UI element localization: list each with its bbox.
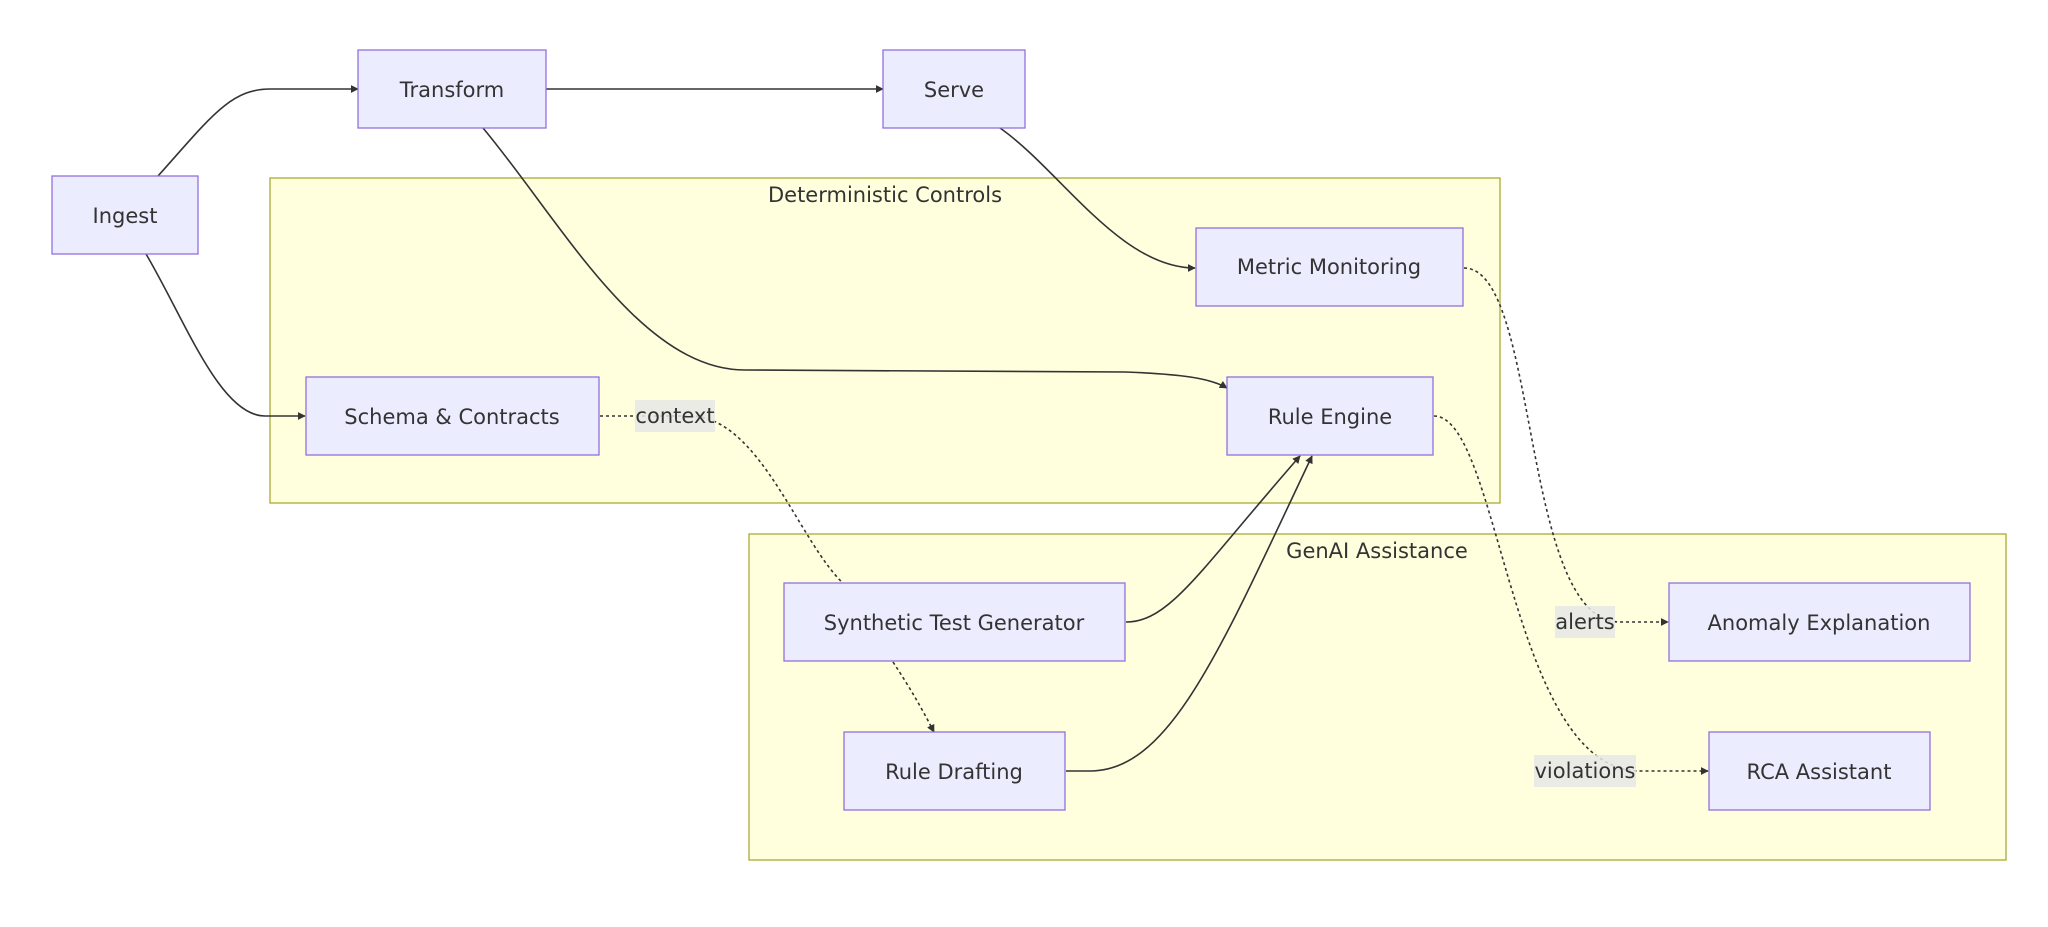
edges [145,85,1709,775]
node-serve-label: Serve [924,78,984,102]
cluster-deterministic-controls-label: Deterministic Controls [768,183,1002,207]
node-anomaly-explanation[interactable]: Anomaly Explanation [1668,582,1971,662]
cluster-genai-assistance-label: GenAI Assistance [1286,539,1468,563]
node-schema-contracts-label: Schema & Contracts [344,405,559,429]
node-rule-engine-label: Rule Engine [1268,405,1392,429]
edge-label-alerts-text: alerts [1555,610,1614,634]
node-rca-assistant-label: RCA Assistant [1747,760,1892,784]
node-rule-engine[interactable]: Rule Engine [1226,376,1434,456]
node-rule-drafting-label: Rule Drafting [885,760,1023,784]
edge-transform-rule-engine [482,127,1228,389]
node-metric-monitoring[interactable]: Metric Monitoring [1195,227,1464,307]
node-synthetic-test-generator-label: Synthetic Test Generator [824,611,1085,635]
node-anomaly-explanation-label: Anomaly Explanation [1708,611,1931,635]
edge-ingest-schema [145,253,306,420]
node-serve[interactable]: Serve [882,49,1026,129]
node-ingest[interactable]: Ingest [51,175,199,255]
edge-metric-anomaly-alerts [1463,267,1669,626]
edge-synthetic-rule-drafting [892,661,935,733]
node-rule-drafting[interactable]: Rule Drafting [843,731,1066,811]
node-synthetic-test-generator[interactable]: Synthetic Test Generator [783,582,1126,662]
edge-serve-metric-monitoring [999,127,1196,272]
node-schema-contracts[interactable]: Schema & Contracts [305,376,600,456]
node-transform[interactable]: Transform [357,49,547,129]
edge-label-alerts: alerts [1555,606,1615,638]
node-ingest-label: Ingest [93,204,158,228]
node-metric-monitoring-label: Metric Monitoring [1237,255,1421,279]
edge-synthetic-rule-engine [1125,455,1301,623]
edge-ingest-transform [157,85,359,177]
edge-rule-drafting-rule-engine [1066,455,1313,772]
node-rca-assistant[interactable]: RCA Assistant [1708,731,1931,811]
edge-label-context-text: context [635,404,714,428]
edge-label-context: context [635,400,715,432]
edge-label-violations: violations [1534,755,1636,787]
node-transform-label: Transform [399,78,504,102]
edge-rule-engine-rca-violations [1433,415,1709,775]
edge-label-violations-text: violations [1535,759,1636,783]
